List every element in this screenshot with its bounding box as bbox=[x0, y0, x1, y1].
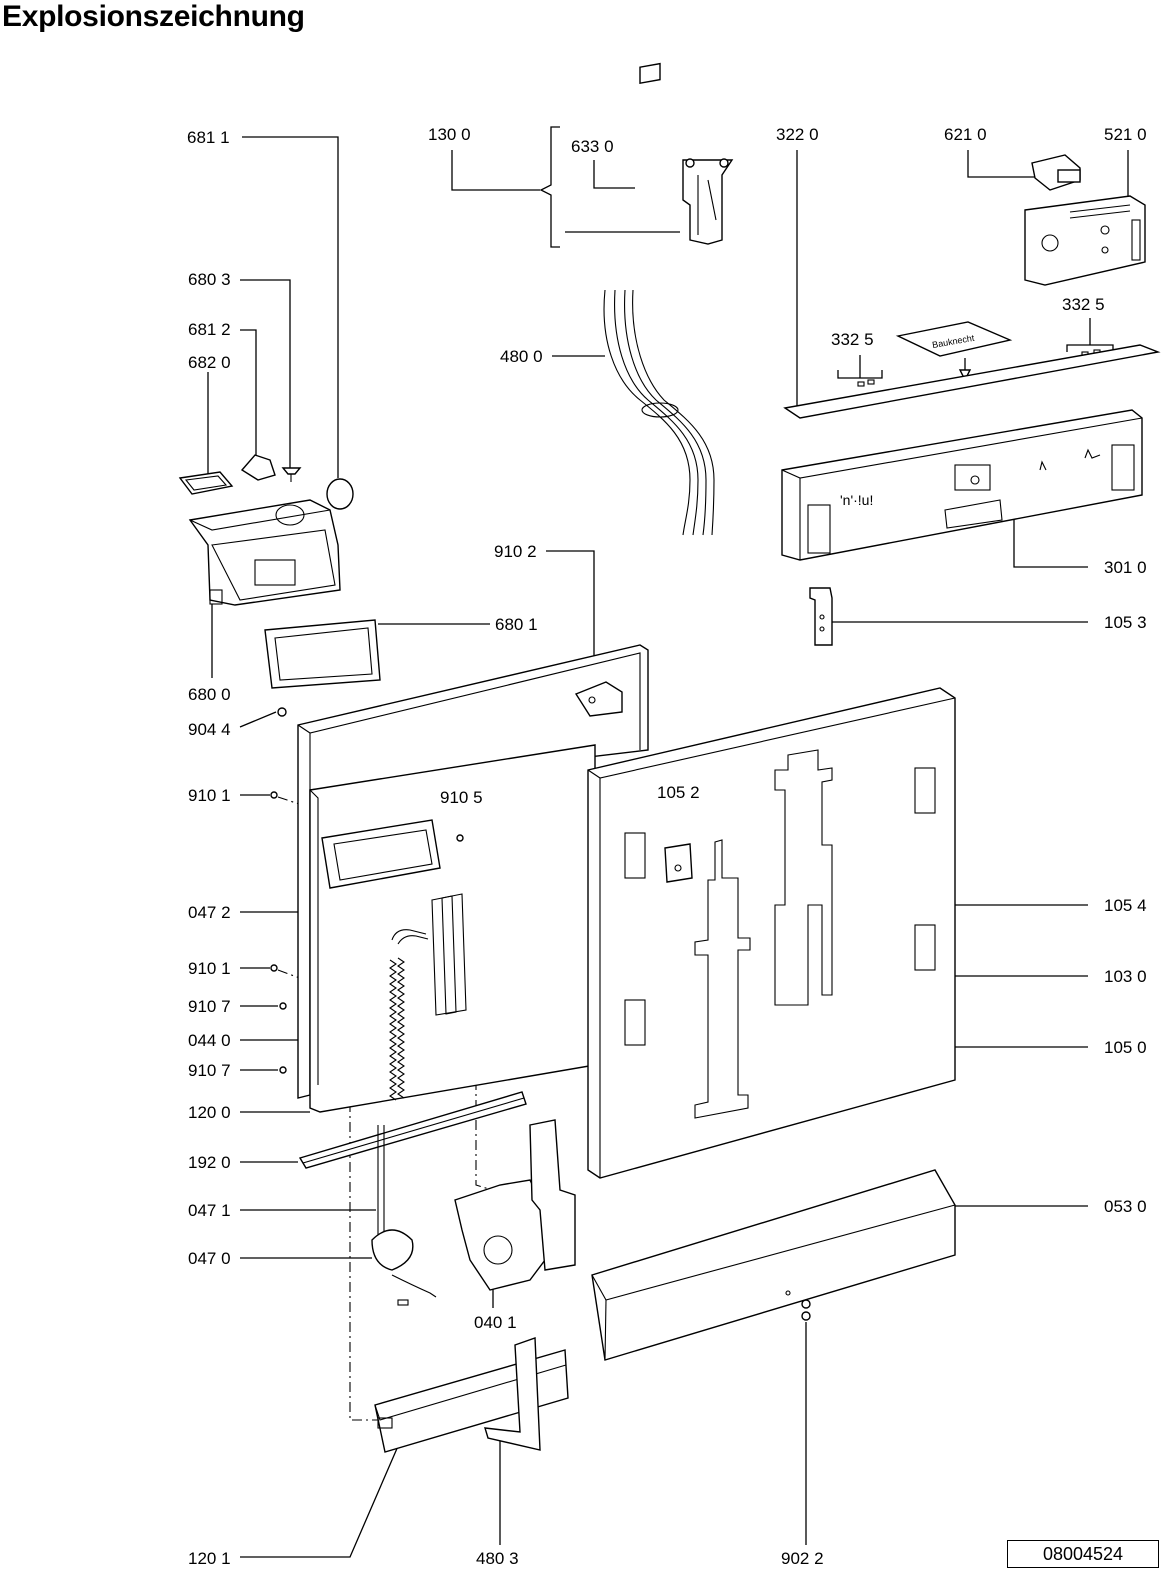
label-301-0: 301 0 bbox=[1104, 558, 1147, 577]
label-120-1: 120 1 bbox=[188, 1549, 231, 1568]
label-621-0: 621 0 bbox=[944, 125, 987, 144]
label-682-0: 682 0 bbox=[188, 353, 231, 372]
label-053-0: 053 0 bbox=[1104, 1197, 1147, 1216]
label-105-2: 105 2 bbox=[657, 783, 700, 802]
leader-lines bbox=[207, 126, 1129, 1558]
label-910-7-a: 910 7 bbox=[188, 997, 231, 1016]
label-332-5-right: 332 5 bbox=[1062, 295, 1105, 314]
label-904-4: 904 4 bbox=[188, 720, 231, 739]
label-105-0: 105 0 bbox=[1104, 1038, 1147, 1057]
label-322-0: 322 0 bbox=[776, 125, 819, 144]
label-047-2: 047 2 bbox=[188, 903, 231, 922]
label-681-1: 681 1 bbox=[187, 128, 230, 147]
label-105-3: 105 3 bbox=[1104, 613, 1147, 632]
document-number: 08004524 bbox=[1007, 1540, 1159, 1568]
label-910-7-b: 910 7 bbox=[188, 1061, 231, 1080]
label-910-1-b: 910 1 bbox=[188, 959, 231, 978]
label-130-0: 130 0 bbox=[428, 125, 471, 144]
label-910-5: 910 5 bbox=[440, 788, 483, 807]
svg-text:'n'·!u!: 'n'·!u! bbox=[840, 492, 873, 508]
label-680-3: 680 3 bbox=[188, 270, 231, 289]
label-902-2: 902 2 bbox=[781, 1549, 824, 1568]
label-910-2: 910 2 bbox=[494, 542, 537, 561]
page-title: Explosionszeichnung bbox=[2, 0, 305, 33]
label-681-2: 681 2 bbox=[188, 320, 231, 339]
label-910-1-a: 910 1 bbox=[188, 786, 231, 805]
part-shapes: Bauknecht 'n'·!u! bbox=[178, 62, 1161, 1453]
label-332-5-left: 332 5 bbox=[831, 330, 874, 349]
label-047-0: 047 0 bbox=[188, 1249, 231, 1268]
label-105-4: 105 4 bbox=[1104, 896, 1147, 915]
part-labels: 681 1 130 0 633 0 322 0 621 0 521 0 680 … bbox=[187, 125, 1147, 1568]
label-044-0: 044 0 bbox=[188, 1031, 231, 1050]
label-120-0: 120 0 bbox=[188, 1103, 231, 1122]
label-633-0: 633 0 bbox=[571, 137, 614, 156]
label-680-1: 680 1 bbox=[495, 615, 538, 634]
label-521-0: 521 0 bbox=[1104, 125, 1147, 144]
label-480-0: 480 0 bbox=[500, 347, 543, 366]
label-480-3: 480 3 bbox=[476, 1549, 519, 1568]
label-192-0: 192 0 bbox=[188, 1153, 231, 1172]
label-047-1: 047 1 bbox=[188, 1201, 231, 1220]
label-680-0: 680 0 bbox=[188, 685, 231, 704]
label-040-1: 040 1 bbox=[474, 1313, 517, 1332]
label-103-0: 103 0 bbox=[1104, 967, 1147, 986]
